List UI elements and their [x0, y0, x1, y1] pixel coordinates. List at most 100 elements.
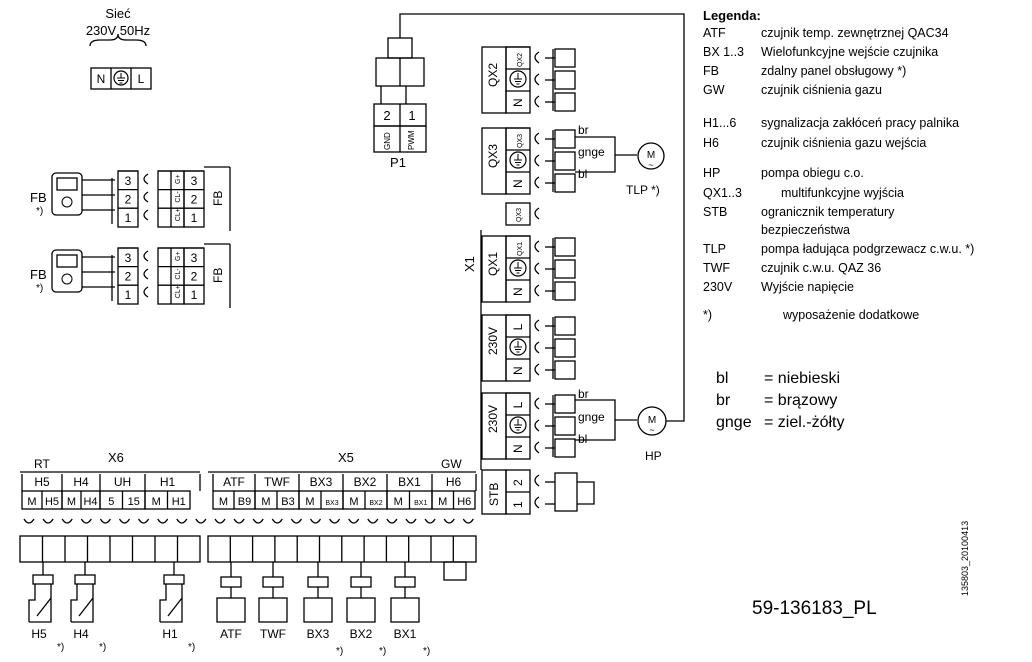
x1-terminal-n: N [511, 98, 525, 107]
wire-color-desc: = niebieski [764, 370, 841, 387]
legend-desc: pompa ładująca podgrzewacz c.w.u. *) [761, 242, 975, 256]
contact-arc [61, 518, 73, 524]
x1-plug-cell [554, 338, 576, 358]
fb-signal-label: CL+ [175, 285, 182, 298]
x1-plug-cell [554, 70, 576, 90]
x1-contact-arc [534, 154, 540, 167]
x1-terminal-n: N [511, 444, 525, 453]
fb-screen [56, 254, 78, 268]
fb-right-pin: 3 [191, 251, 198, 265]
contact-arc [367, 518, 379, 524]
legend-desc: wyposażenie dodatkowe [783, 308, 920, 322]
x1-terminal-n: N [511, 366, 525, 375]
device-asterisk: *) [423, 646, 430, 657]
x1-ground-symbol [509, 416, 527, 434]
x1-contact-arc [534, 441, 540, 454]
x1-small-block [505, 202, 531, 226]
fb-pin-number: 2 [125, 193, 132, 207]
tlp-motor [637, 142, 665, 170]
fb-pin-number: 1 [125, 288, 132, 302]
x1-terminal-label: L [511, 401, 525, 408]
legend-code: QX1..3 [703, 186, 742, 200]
p1-plug-top [387, 37, 413, 59]
sensor-plug [350, 576, 372, 588]
group-name: H5 [34, 475, 50, 489]
contact-arc [424, 518, 436, 524]
fb-note: *) [36, 283, 43, 294]
x1-plug-cell [554, 438, 576, 458]
term-left: M [261, 496, 270, 508]
legend-code: FB [703, 64, 719, 78]
sensor-body [258, 597, 288, 623]
device-label: BX2 [350, 627, 373, 641]
p1-signal-wire [399, 13, 685, 422]
legend-desc: czujnik c.w.u. QAZ 36 [761, 261, 882, 275]
x1-block-name: 230V [486, 405, 500, 433]
device-label: H5 [31, 627, 47, 641]
contact-arc [405, 518, 417, 524]
x1-block-name: 230V [486, 327, 500, 355]
document-number: 59-136183_PL [752, 598, 877, 619]
x1-plug-cell [554, 394, 576, 414]
hp-motor-m: M [648, 415, 656, 426]
sensor-plug [262, 576, 284, 588]
fb-right-pin: 1 [191, 288, 198, 302]
mains-title: Sieć [105, 6, 131, 21]
term-left: 5 [108, 496, 114, 508]
term-right: H5 [45, 496, 59, 508]
device-asterisk: *) [188, 642, 195, 653]
contact-arc [443, 518, 455, 524]
device-label: TWF [260, 627, 286, 641]
x1-terminal-label: QX3 [517, 134, 524, 148]
fb-contact-arc [143, 268, 149, 280]
legend-desc: sygnalizacja zakłóceń pracy palnika [761, 116, 960, 130]
legend-code: GW [703, 83, 725, 97]
x1-block-label-box [481, 127, 507, 195]
mains-voltage: 230V 50Hz [86, 23, 150, 38]
tlp-motor-m: M [647, 150, 655, 161]
term-left: M [305, 496, 314, 508]
tlp-motor-ac: ~ [648, 160, 653, 170]
stb-pin: 2 [511, 479, 525, 486]
x1-block-label-box [481, 392, 507, 460]
sensor-body [390, 597, 420, 623]
contact-arc [271, 518, 283, 524]
mains-brace [89, 33, 147, 47]
x1-contact-arc [534, 397, 540, 410]
gw-plug [443, 561, 467, 581]
x1-ground-symbol [509, 259, 527, 277]
p1-pin-1: 1 [408, 108, 415, 123]
p1-gnd-label: GND [383, 132, 392, 150]
x1-terminal-n: N [511, 287, 525, 296]
contact-arc [99, 518, 111, 524]
group-name: BX1 [398, 475, 421, 489]
contact-arc [80, 518, 92, 524]
x1-plug-cell [554, 173, 576, 193]
switch-symbol [70, 584, 94, 623]
x1-plug-cell [554, 316, 576, 336]
fb-pin-number: 2 [125, 270, 132, 284]
x1-contact-arc [534, 240, 540, 253]
term-right: BX1 [414, 500, 427, 507]
fb-device [51, 249, 83, 293]
fb-contact-arc [143, 191, 149, 203]
fb-contact-arc [143, 209, 149, 221]
x1-contact-arc [534, 207, 540, 220]
legend-code: 230V [703, 280, 733, 294]
switch-symbol [159, 584, 183, 623]
group-name: UH [114, 475, 131, 489]
mains-terminal-l: L [138, 72, 145, 86]
x5-label: X5 [338, 450, 354, 465]
x1-contact-arc [534, 284, 540, 297]
wire-label-bl: bl [578, 432, 587, 446]
fb-signal-label: CL+ [175, 208, 182, 221]
fb-label: FB [30, 267, 47, 282]
contact-arc [157, 518, 169, 524]
fb-right-label: FB [211, 268, 225, 283]
x1-contact-arc [534, 95, 540, 108]
x1-terminal-n: N [511, 179, 525, 188]
